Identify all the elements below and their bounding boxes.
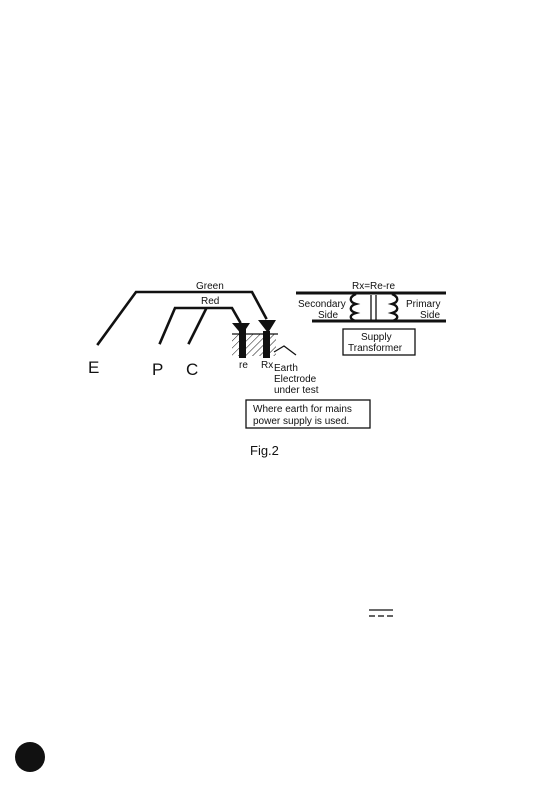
terminal-c-label: C [186,360,198,379]
formula-label: Rx=Re-re [352,281,396,292]
dc-symbol-icon [369,610,393,616]
electrode-label-line-2: Electrode [274,374,317,385]
electrode-leader-line [274,346,296,355]
secondary-side-line-1: Secondary [298,299,346,310]
electrode-label-line-1: Earth [274,363,298,374]
c-lead-wire [189,309,206,343]
figure-caption: Fig.2 [250,443,279,458]
rx-label: Rx [261,360,273,371]
rx-electrode [263,331,270,358]
note-line-1: Where earth for mains [253,404,352,415]
red-lead-label: Red [201,296,219,307]
secondary-side-line-2: Side [318,310,338,321]
note-line-2: power supply is used. [253,416,349,427]
terminal-e-label: E [88,358,99,377]
secondary-coil-icon [351,294,356,321]
primary-side-line-2: Side [420,310,440,321]
primary-coil-icon [392,294,397,321]
red-lead-wire [160,308,240,343]
supply-transformer-line-1: Supply [361,332,392,343]
page-marker-circle-icon [15,742,45,772]
supply-transformer-line-2: Transformer [348,343,403,354]
terminal-p-label: P [152,360,163,379]
primary-side-line-1: Primary [406,299,440,310]
re-label: re [239,360,248,371]
green-lead-label: Green [196,281,224,292]
re-electrode [239,328,246,358]
electrode-label-line-3: under test [274,385,319,396]
